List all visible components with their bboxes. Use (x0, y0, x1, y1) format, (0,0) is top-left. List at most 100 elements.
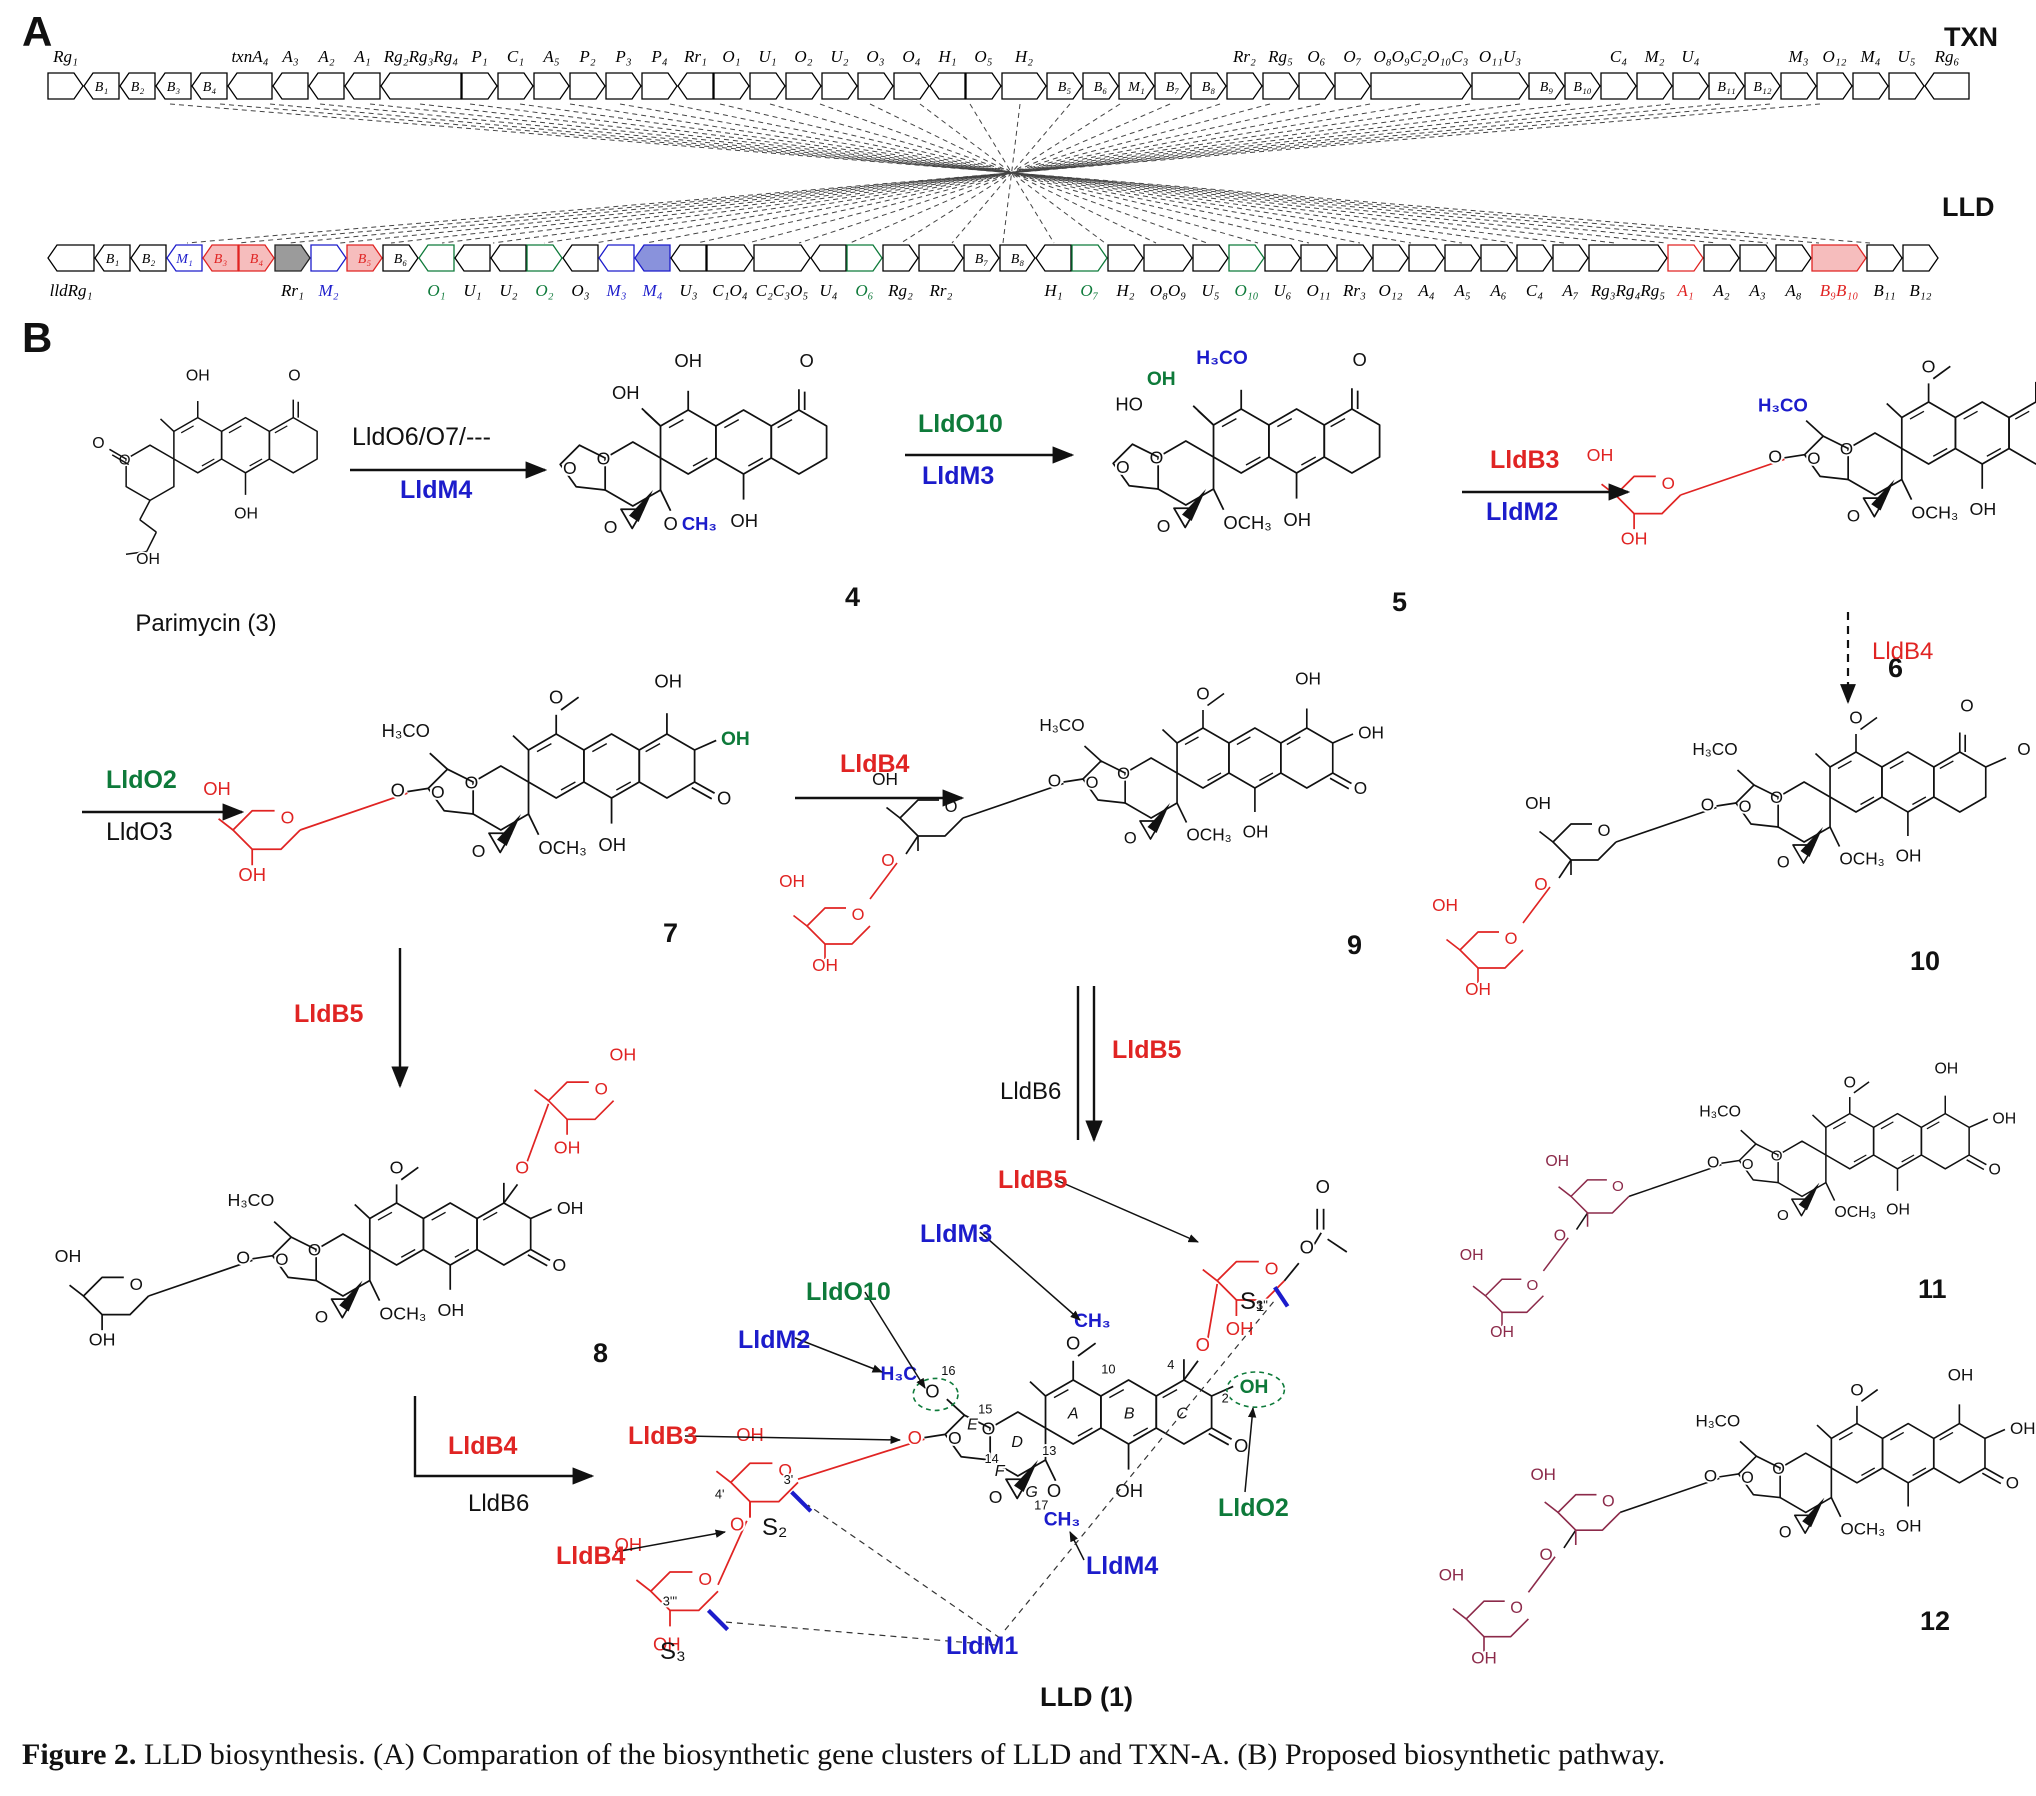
bond (1176, 727, 1230, 789)
lld-gene-label: B₅ (358, 252, 372, 267)
sugar-ring-oxygen: O (1602, 1492, 1615, 1510)
lld-gene-arrow (490, 244, 527, 272)
bond (431, 1211, 446, 1221)
txn-gene-label: B₈ (1202, 80, 1216, 95)
txn-gene-label: B₁₁ (1717, 80, 1735, 95)
txn-gene-arrow (821, 72, 858, 100)
bond (1719, 1473, 1739, 1478)
homology-line (769, 103, 1259, 244)
lld-gene-label: C₄ (1526, 281, 1543, 300)
lld-gene-label: lldRg₁ (50, 281, 93, 300)
atom-label: O (908, 1427, 922, 1448)
atom-label: OH (186, 367, 210, 384)
homology-line (390, 103, 1621, 244)
lld-gene-arrow (1035, 244, 1072, 272)
bond (1236, 736, 1251, 746)
txn-gene-label: M₄ (1859, 47, 1880, 66)
bond (527, 733, 585, 799)
lld-gene-arrow (1143, 244, 1193, 272)
bond (228, 425, 242, 434)
txn-gene-arrow (1636, 72, 1673, 100)
atom-label: H₃CO (1692, 739, 1737, 759)
txn-gene-label: B₁ (95, 80, 108, 95)
bond (1963, 410, 1978, 420)
txn-gene-arrow (119, 72, 156, 100)
atom-label: OH (1490, 1324, 1514, 1341)
bond (1740, 1129, 1757, 1145)
enzyme-lldm4-step1: LldM4 (400, 476, 473, 504)
txn-gene-arrow (1082, 72, 1119, 100)
atom-label: H₃CO (1758, 394, 1808, 415)
bond (559, 444, 606, 491)
bond (869, 862, 898, 900)
atom-label: O (275, 1250, 288, 1269)
txn-gene-arrow (272, 72, 309, 100)
bond (201, 458, 215, 467)
atom-label: O (431, 782, 445, 802)
bond (1912, 1467, 1927, 1476)
panel-a-letter: A (22, 8, 53, 55)
sugar-ring-oxygen: O (698, 1569, 712, 1589)
atom-label: O (1844, 1074, 1856, 1091)
atom-label: O (1988, 1161, 2000, 1178)
atom-label: OCH₃ (1834, 1204, 1876, 1221)
bond (527, 1248, 551, 1267)
atom-label: O (1124, 830, 1137, 848)
bond (1932, 365, 1951, 380)
bond (1861, 1467, 1876, 1476)
sugar-bonds (1452, 1607, 1485, 1652)
wedge-bond (1802, 1497, 1825, 1528)
lld-gene-label: O₁₂ (1378, 281, 1402, 300)
annotation-lldm1: LldM1 (946, 1632, 1019, 1660)
atom-label: OH (1525, 793, 1551, 813)
bond (400, 1166, 419, 1181)
bond (1909, 410, 1925, 420)
atom-label: OH (1530, 1465, 1556, 1484)
sugar-bonds (1445, 938, 1479, 983)
lld-gene-arrow (706, 244, 754, 272)
txn-gene-label: U₄ (1681, 47, 1699, 66)
bond (659, 489, 672, 512)
bond (1124, 757, 1178, 819)
bond (1737, 1455, 1781, 1499)
atom-label: OH (730, 510, 758, 531)
lld-gene-arrow (1739, 244, 1776, 272)
lld-gene-arrow (454, 244, 491, 272)
bond (1286, 736, 1301, 746)
stereocenter-s2: S₂ (762, 1514, 788, 1541)
sugar-bonds (1601, 483, 1635, 530)
atom-label: OH (1358, 723, 1384, 743)
atom-label: O (881, 850, 894, 870)
atom-label: OCH₃ (1186, 825, 1231, 845)
txn-gene-label: H₂ (1014, 47, 1033, 66)
lld-gene-label: Rr₃ (1342, 281, 1366, 300)
txn-gene-arrow (1672, 72, 1709, 100)
sugar-ring (1570, 1179, 1630, 1214)
atom-label: O (308, 1241, 321, 1260)
txn-gene-arrow (1744, 72, 1781, 100)
atom-label: OH (136, 551, 160, 568)
atom-label: O (799, 350, 813, 371)
txn-gene-label: Rr₁ (683, 47, 707, 66)
lld-gene-arrow (1516, 244, 1553, 272)
bond (1958, 732, 1967, 752)
atom-label: OH (2010, 1419, 2036, 1438)
bond (148, 1259, 253, 1297)
panel-b-letter: B (22, 314, 53, 361)
enzyme-lldo6-o7: LldO6/O7/--- (352, 423, 491, 451)
bond (1330, 417, 1346, 428)
bond (220, 416, 271, 474)
atom-label: O (1047, 1480, 1061, 1501)
sugar-ring-oxygen: O (1505, 930, 1518, 948)
atom-label: E (967, 1417, 978, 1434)
bond (273, 1220, 292, 1238)
atom-label: OH (736, 1424, 764, 1445)
bond (1329, 772, 1352, 790)
txn-gene-label: O₁₁U₃ (1479, 47, 1521, 66)
lld-gene-arrow (47, 244, 95, 272)
atom-label: O (1922, 357, 1936, 377)
txn-gene-label: O₈O₉C₂O₁₀C₃ (1374, 47, 1469, 66)
